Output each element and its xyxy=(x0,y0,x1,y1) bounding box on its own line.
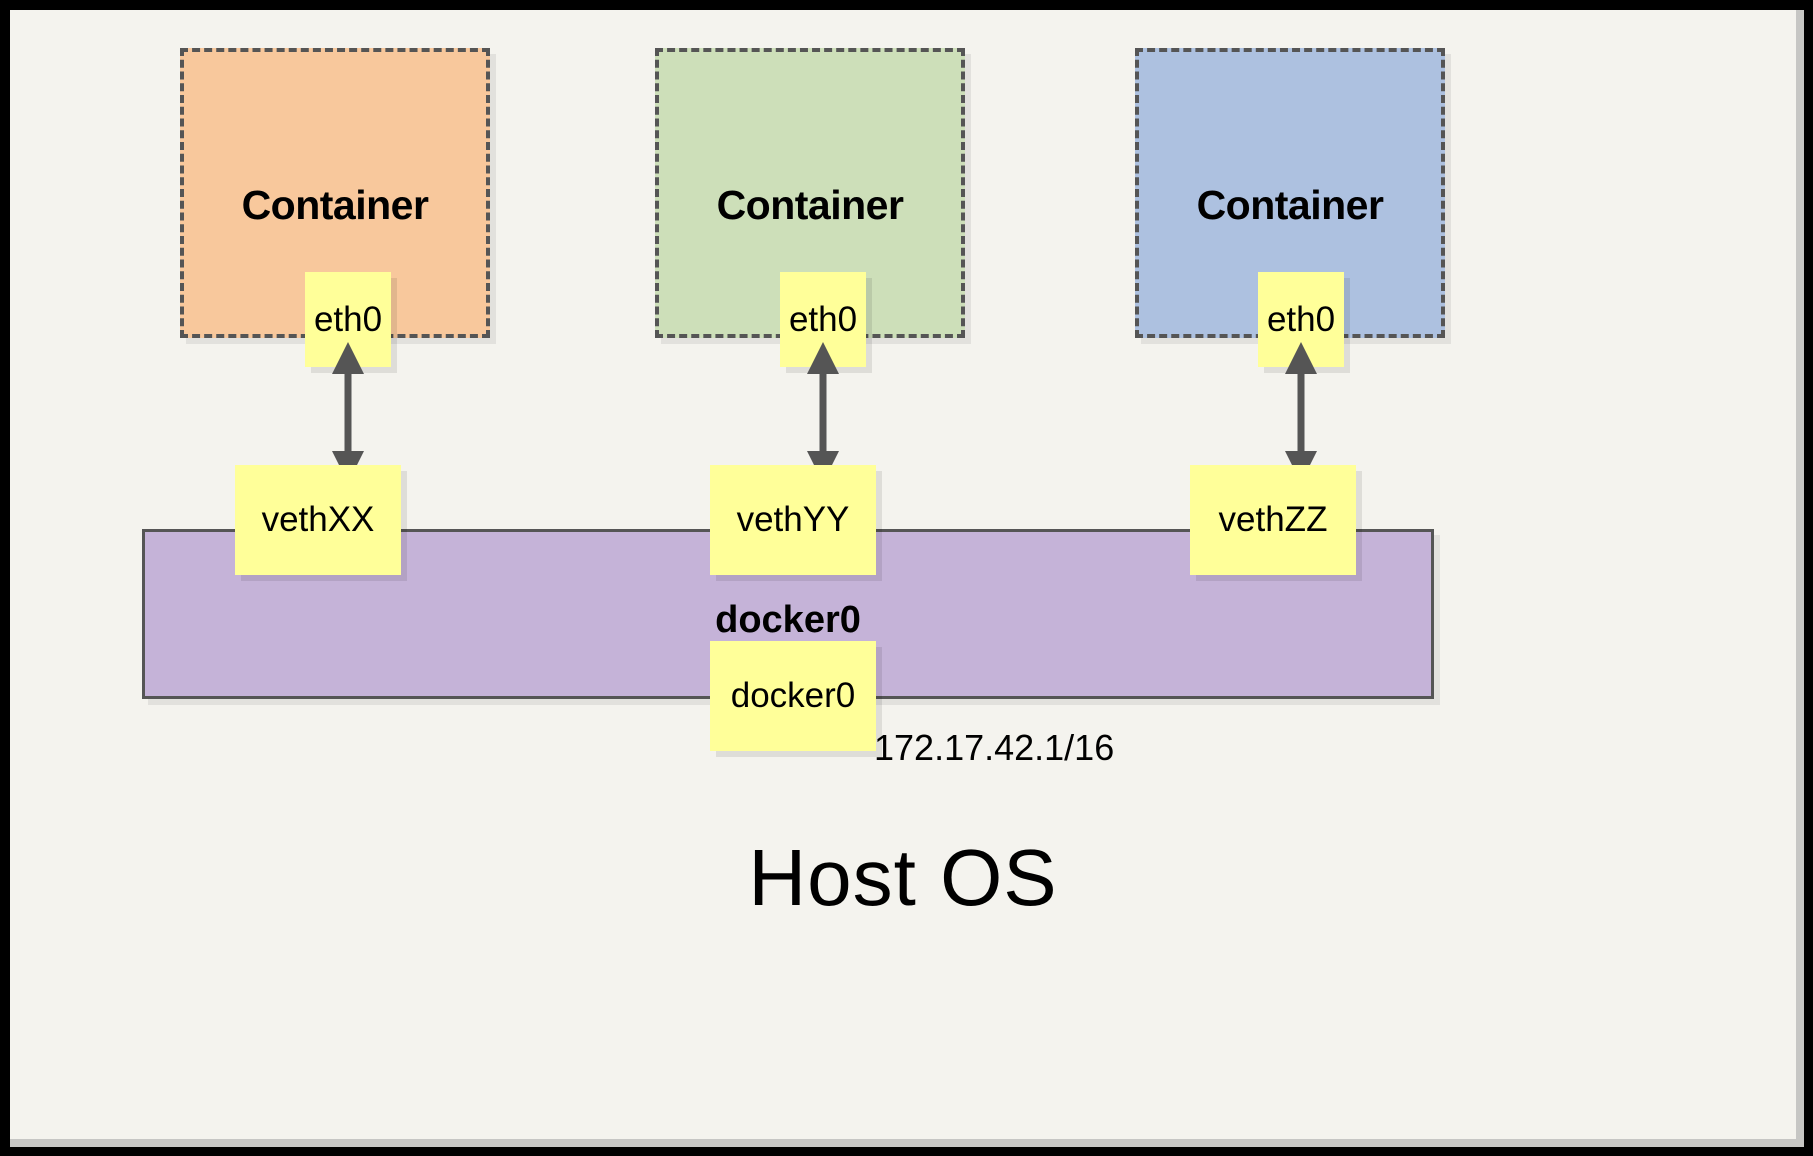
container-box-1[interactable]: Container xyxy=(180,48,490,338)
link-arrow-eth0-vethxx xyxy=(332,342,364,483)
veth-label-3: vethZZ xyxy=(1218,500,1328,539)
veth-box-3[interactable]: vethZZ xyxy=(1190,465,1356,575)
container-title-3: Container xyxy=(1196,182,1384,228)
veth-box-1[interactable]: vethXX xyxy=(235,465,401,575)
container-title-2: Container xyxy=(716,182,904,228)
container-eth0-label-1: eth0 xyxy=(313,299,383,339)
docker0-interface-box[interactable]: docker0 xyxy=(710,641,876,751)
docker0-ip-address: 172.17.42.1/16 xyxy=(874,727,1115,768)
container-eth0-label-3: eth0 xyxy=(1266,299,1336,339)
docker0-bridge-label: docker0 xyxy=(715,599,861,641)
link-arrow-eth0-vethzz xyxy=(1285,342,1317,483)
link-arrow-eth0-vethyy xyxy=(807,342,839,483)
host-os-label: Host OS xyxy=(748,833,1058,922)
veth-label-2: vethYY xyxy=(736,500,850,539)
diagram-stage: Container eth0 Container eth0 Container xyxy=(10,10,1796,1139)
container-eth0-label-2: eth0 xyxy=(788,299,858,339)
container-title-1: Container xyxy=(241,182,429,228)
veth-label-1: vethXX xyxy=(261,500,375,539)
veth-box-2[interactable]: vethYY xyxy=(710,465,876,575)
docker0-interface-label: docker0 xyxy=(730,676,856,715)
